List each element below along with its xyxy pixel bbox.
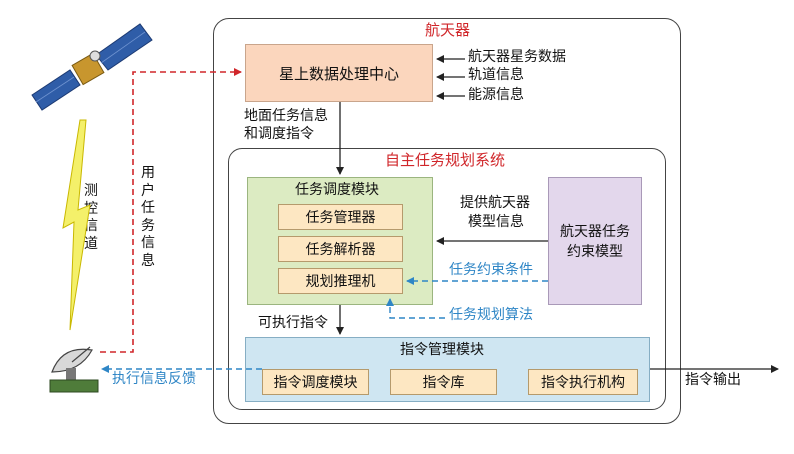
task-scheduling-title: 任务调度模块 [295, 182, 379, 198]
command-executor-label: 指令执行机构 [541, 375, 625, 391]
task-parser-label: 任务解析器 [305, 242, 376, 258]
command-management-title: 指令管理模块 [400, 342, 484, 358]
provide-model-info-label-2: 模型信息 [468, 214, 524, 230]
arrow-user-task-info [100, 68, 242, 353]
constraint-model-box: 航天器任务 约束模型 [548, 177, 642, 305]
user-task-info-label: 用户任务信息 [141, 165, 155, 269]
satellite-icon [31, 23, 153, 111]
command-executor-box: 指令执行机构 [528, 369, 638, 395]
constraint-model-label-1: 航天器任务 [560, 224, 630, 240]
autonomous-planning-title: 自主任务规划系统 [385, 151, 506, 169]
input-star-affairs-data: 航天器星务数据 [468, 49, 566, 65]
task-manager-box: 任务管理器 [278, 204, 403, 230]
onboard-processing-center-label: 星上数据处理中心 [278, 64, 399, 83]
task-manager-label: 任务管理器 [305, 210, 376, 226]
task-parser-box: 任务解析器 [278, 236, 403, 262]
input-energy-info: 能源信息 [468, 87, 524, 103]
ground-task-info-label-2: 和调度指令 [244, 126, 314, 142]
ground-station-dish-icon [49, 346, 99, 393]
arrow-planning-algorithm [386, 298, 445, 319]
constraint-model-label-2: 约束模型 [567, 244, 623, 260]
constraint-conditions-label: 任务约束条件 [449, 262, 533, 278]
command-library-box: 指令库 [390, 369, 497, 395]
command-output-label: 指令输出 [685, 372, 741, 388]
execution-feedback-label: 执行信息反馈 [112, 371, 196, 387]
planning-inference-engine-label: 规划推理机 [305, 274, 376, 290]
ground-task-info-label-1: 地面任务信息 [244, 108, 328, 124]
planning-algorithm-label: 任务规划算法 [449, 307, 533, 323]
spacecraft-title: 航天器 [425, 21, 471, 39]
command-library-label: 指令库 [422, 375, 465, 391]
lightning-bolt-icon [62, 119, 91, 331]
input-orbit-info: 轨道信息 [468, 67, 524, 83]
command-scheduling-box: 指令调度模块 [262, 369, 369, 395]
command-scheduling-label: 指令调度模块 [273, 375, 358, 391]
executable-commands-label: 可执行指令 [258, 315, 328, 331]
planning-inference-engine-box: 规划推理机 [278, 268, 403, 294]
provide-model-info-label-1: 提供航天器 [460, 195, 530, 211]
onboard-processing-center: 星上数据处理中心 [245, 44, 433, 102]
